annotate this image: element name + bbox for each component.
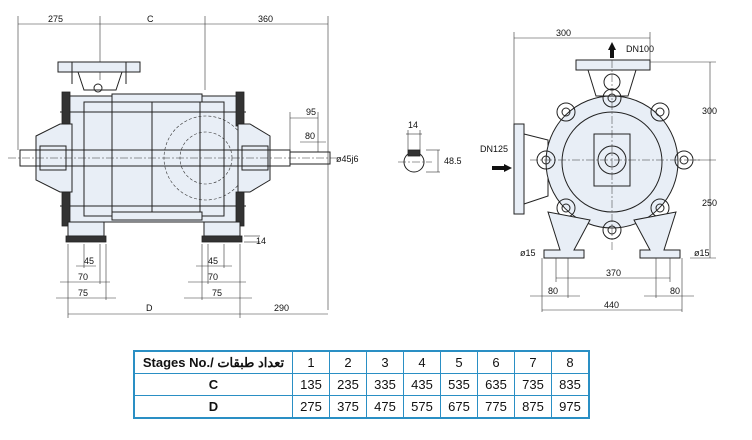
- dim-80-left: 80: [548, 286, 558, 296]
- stage-number: 2: [329, 350, 367, 374]
- stages-header-label: Stages No./ تعداد طبقات: [133, 350, 293, 374]
- dim-shaft-dia: ø45j6: [336, 154, 359, 164]
- dim-70-right: 70: [208, 272, 218, 282]
- c-value: 335: [366, 373, 404, 396]
- dim-front-300-right: 300: [702, 106, 717, 116]
- dim-14-foot: 14: [256, 236, 266, 246]
- front-view: 300 DN100 DN125: [480, 28, 717, 312]
- c-value: 735: [514, 373, 552, 396]
- d-value: 775: [477, 395, 515, 419]
- dim-front-300-top: 300: [556, 28, 571, 38]
- stage-number: 8: [551, 350, 590, 374]
- dim-hole-left: ø15: [520, 248, 536, 258]
- stage-number: 4: [403, 350, 441, 374]
- stage-number: 5: [440, 350, 478, 374]
- stages-header-row: Stages No./ تعداد طبقات 1 2 3 4 5 6 7 8: [133, 350, 590, 374]
- d-value: 675: [440, 395, 478, 419]
- label-dn100: DN100: [626, 44, 654, 54]
- dim-hole-right: ø15: [694, 248, 710, 258]
- label-dn125: DN125: [480, 144, 508, 154]
- pump-technical-drawing: 275 C 360: [8, 14, 717, 318]
- dim-key-14: 14: [408, 120, 418, 130]
- dim-d-bottom: D: [146, 303, 153, 313]
- d-value: 475: [366, 395, 404, 419]
- c-value: 835: [551, 373, 590, 396]
- dim-75-right: 75: [212, 288, 222, 298]
- dim-275: 275: [48, 14, 63, 24]
- d-value: 275: [292, 395, 330, 419]
- d-value: 875: [514, 395, 552, 419]
- dim-440: 440: [604, 300, 619, 310]
- d-value: 575: [403, 395, 441, 419]
- dim-key-48-5: 48.5: [444, 156, 462, 166]
- c-value: 635: [477, 373, 515, 396]
- row-c: C 135 235 335 435 535 635 735 835: [133, 373, 590, 396]
- dim-80-right: 80: [670, 286, 680, 296]
- stage-number: 1: [292, 350, 330, 374]
- dim-70-left: 70: [78, 272, 88, 282]
- dim-360: 360: [258, 14, 273, 24]
- dim-80-shaft: 80: [305, 131, 315, 141]
- c-value: 235: [329, 373, 367, 396]
- row-d-label: D: [133, 395, 293, 419]
- dim-95: 95: [306, 107, 316, 117]
- c-value: 535: [440, 373, 478, 396]
- dim-370: 370: [606, 268, 621, 278]
- dim-front-250: 250: [702, 198, 717, 208]
- c-value: 435: [403, 373, 441, 396]
- tie-rod-bosses: [536, 88, 694, 240]
- d-value: 975: [551, 395, 590, 419]
- dim-45-left: 45: [84, 256, 94, 266]
- stage-number: 6: [477, 350, 515, 374]
- dim-45-right: 45: [208, 256, 218, 266]
- stages-table: Stages No./ تعداد طبقات 1 2 3 4 5 6 7 8 …: [133, 350, 590, 419]
- stage-number: 3: [366, 350, 404, 374]
- c-value: 135: [292, 373, 330, 396]
- row-c-label: C: [133, 373, 293, 396]
- dim-75-left: 75: [78, 288, 88, 298]
- stage-number: 7: [514, 350, 552, 374]
- d-value: 375: [329, 395, 367, 419]
- dim-290: 290: [274, 303, 289, 313]
- dim-c-top: C: [147, 14, 154, 24]
- row-d: D 275 375 475 575 675 775 875 975: [133, 395, 590, 419]
- shaft-key-section: 14 48.5: [398, 120, 462, 173]
- side-view: 275 C 360: [8, 14, 359, 318]
